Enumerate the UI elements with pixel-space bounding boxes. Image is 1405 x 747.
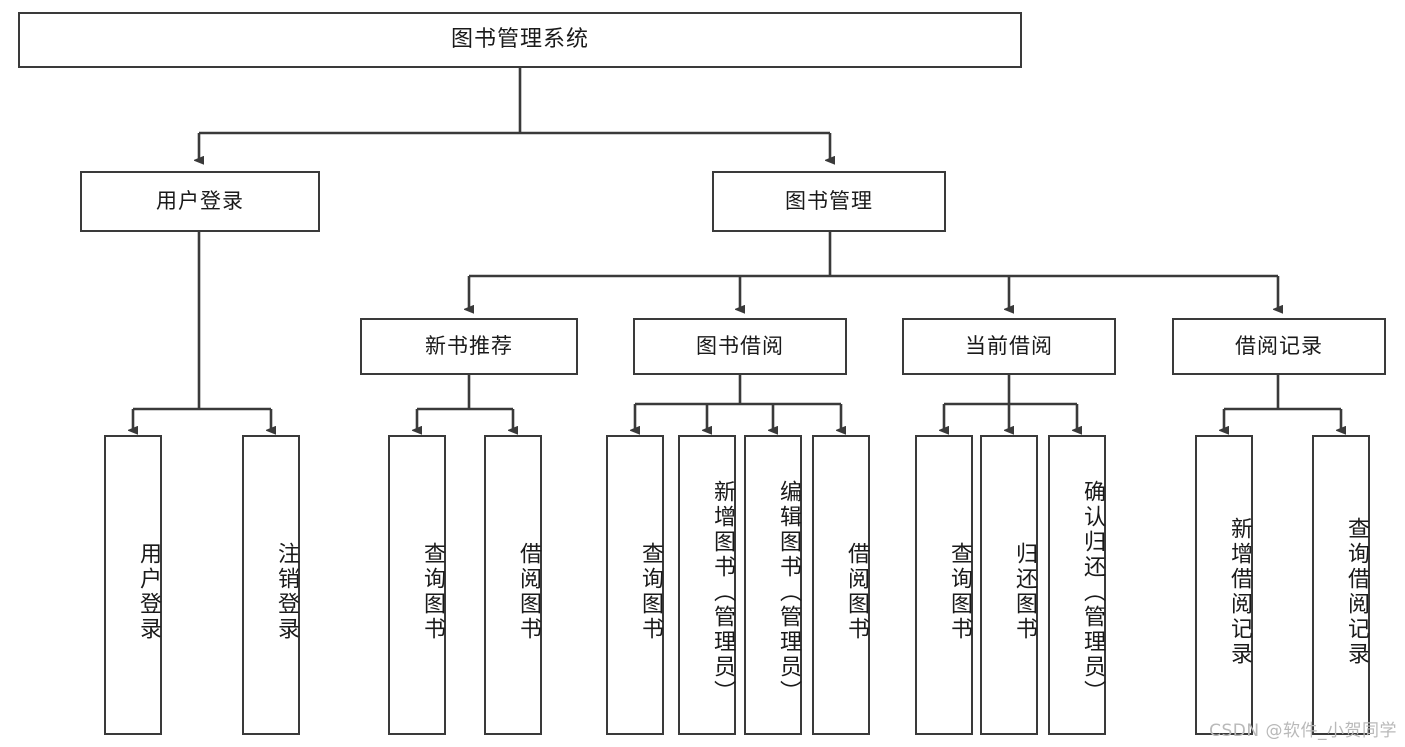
node-label: 查询图书: [638, 542, 663, 642]
leaf-new-book-query[interactable]: 查询图书: [388, 435, 446, 735]
node-label: 借阅记录: [1235, 333, 1323, 358]
node-label: 用户登录: [136, 542, 161, 642]
node-label: 用户登录: [156, 188, 244, 213]
node-borrow-record[interactable]: 借阅记录: [1172, 318, 1386, 375]
node-label: 当前借阅: [965, 333, 1053, 358]
leaf-book-borrow-query[interactable]: 查询图书: [606, 435, 664, 735]
node-root-library-system[interactable]: 图书管理系统: [18, 12, 1022, 68]
node-label: 查询图书: [420, 542, 445, 642]
node-label: 新书推荐: [425, 333, 513, 358]
leaf-current-borrow-confirm-return[interactable]: 确认归还（管理员）: [1048, 435, 1106, 735]
node-label: 归还图书: [1012, 542, 1037, 642]
leaf-user-login-login[interactable]: 用户登录: [104, 435, 162, 735]
node-user-login[interactable]: 用户登录: [80, 171, 320, 232]
node-label: 图书管理系统: [450, 26, 589, 52]
node-current-borrow[interactable]: 当前借阅: [902, 318, 1116, 375]
leaf-new-book-borrow[interactable]: 借阅图书: [484, 435, 542, 735]
leaf-book-borrow-borrow[interactable]: 借阅图书: [812, 435, 870, 735]
node-label: 查询借阅记录: [1344, 517, 1369, 667]
leaf-user-login-logout[interactable]: 注销登录: [242, 435, 300, 735]
node-label: 新增图书（管理员）: [710, 479, 735, 705]
node-label: 编辑图书（管理员）: [776, 479, 801, 705]
node-label: 借阅图书: [516, 542, 541, 642]
leaf-book-borrow-edit[interactable]: 编辑图书（管理员）: [744, 435, 802, 735]
node-book-management[interactable]: 图书管理: [712, 171, 946, 232]
leaf-current-borrow-query[interactable]: 查询图书: [915, 435, 973, 735]
csdn-watermark: CSDN @软件_小贺同学: [1209, 721, 1397, 741]
node-label: 图书借阅: [696, 333, 784, 358]
leaf-borrow-record-add[interactable]: 新增借阅记录: [1195, 435, 1253, 735]
leaf-borrow-record-query[interactable]: 查询借阅记录: [1312, 435, 1370, 735]
leaf-current-borrow-return[interactable]: 归还图书: [980, 435, 1038, 735]
node-label: 图书管理: [785, 188, 873, 213]
node-label: 确认归还（管理员）: [1080, 479, 1105, 705]
node-new-book-recommend[interactable]: 新书推荐: [360, 318, 578, 375]
leaf-book-borrow-add[interactable]: 新增图书（管理员）: [678, 435, 736, 735]
node-label: 新增借阅记录: [1227, 517, 1252, 667]
node-label: 查询图书: [947, 542, 972, 642]
node-label: 借阅图书: [844, 542, 869, 642]
node-book-borrow[interactable]: 图书借阅: [633, 318, 847, 375]
node-label: 注销登录: [274, 542, 299, 642]
